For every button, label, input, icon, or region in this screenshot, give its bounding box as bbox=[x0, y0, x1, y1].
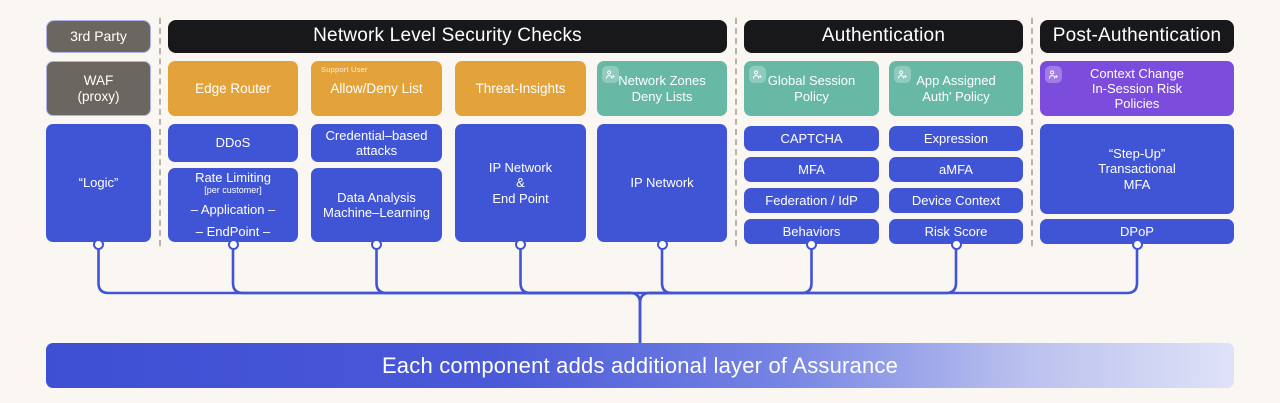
card-rate-limiting-line4: – EndPoint – bbox=[195, 224, 271, 240]
column-separator-2 bbox=[735, 18, 737, 246]
card-threat-insights[interactable]: Threat-Insights bbox=[455, 61, 586, 116]
card-allow-deny-list-support-user-label: Support User bbox=[321, 65, 368, 74]
card-device-context[interactable]: Device Context bbox=[889, 188, 1023, 213]
card-behaviors-label: Behaviors bbox=[782, 223, 841, 239]
card-waf[interactable]: WAF (proxy) bbox=[46, 61, 151, 116]
connector-dot-behaviors bbox=[806, 239, 817, 250]
card-captcha-label: CAPTCHA bbox=[780, 130, 843, 146]
connector-dot-ip-network bbox=[656, 239, 668, 250]
column-separator-3 bbox=[1031, 18, 1033, 246]
card-federation-idp-label: Federation / IdP bbox=[765, 192, 858, 208]
card-data-analysis-line2: Machine–Learning bbox=[323, 205, 430, 220]
user-icon bbox=[894, 66, 911, 83]
card-credential-attacks-line1: Credential–based bbox=[325, 127, 428, 143]
card-ip-network-and-end-point[interactable]: IP Network & End Point bbox=[455, 124, 586, 242]
card-amfa-label: aMFA bbox=[939, 161, 973, 177]
user-icon bbox=[1045, 66, 1062, 83]
card-captcha[interactable]: CAPTCHA bbox=[744, 126, 879, 151]
card-logic-label: “Logic” bbox=[78, 175, 119, 191]
column-header-authentication: Authentication bbox=[744, 20, 1023, 53]
connector-dot-risk-score bbox=[950, 239, 962, 250]
connector-dot-dpop bbox=[1131, 239, 1143, 250]
connector-dot-ip-network-endpoint bbox=[515, 239, 526, 250]
card-threat-insights-label: Threat-Insights bbox=[475, 80, 566, 96]
assurance-banner: Each component adds additional layer of … bbox=[46, 343, 1234, 388]
column-header-network-level-security-checks: Network Level Security Checks bbox=[168, 20, 727, 53]
card-edge-router-label: Edge Router bbox=[195, 80, 271, 96]
card-step-up-line3: MFA bbox=[1123, 176, 1151, 192]
user-icon bbox=[749, 66, 766, 83]
column-header-label: Authentication bbox=[821, 25, 946, 47]
card-ip-network-endpoint-line3: End Point bbox=[492, 190, 549, 206]
card-context-change-in-session-risk-policies[interactable]: Context Change In-Session Risk Policies bbox=[1040, 61, 1234, 116]
card-federation-idp[interactable]: Federation / IdP bbox=[744, 188, 879, 213]
card-app-assigned-auth-policy[interactable]: App Assigned Auth' Policy bbox=[889, 61, 1023, 116]
card-ip-network[interactable]: IP Network bbox=[597, 124, 727, 242]
card-step-up-line2: Transactional bbox=[1098, 161, 1176, 177]
column-header-label: 3rd Party bbox=[70, 28, 127, 45]
card-network-zones-line2: Deny Lists bbox=[631, 88, 693, 104]
card-waf-line2: (proxy) bbox=[77, 88, 120, 104]
card-logic[interactable]: “Logic” bbox=[46, 124, 151, 242]
card-dpop-label: DPoP bbox=[1120, 223, 1154, 239]
card-expression[interactable]: Expression bbox=[889, 126, 1023, 151]
card-ip-network-endpoint-line2: & bbox=[516, 175, 525, 191]
card-data-analysis-line1: Data Analysis bbox=[337, 189, 416, 205]
column-separator-1 bbox=[159, 18, 161, 246]
assurance-banner-text: Each component adds additional layer of … bbox=[381, 352, 899, 378]
connector-dot-logic bbox=[93, 239, 104, 250]
card-ip-network-endpoint-line1: IP Network bbox=[488, 160, 553, 175]
connector-dot-rate-limiting bbox=[227, 239, 239, 250]
card-network-zones-deny-lists[interactable]: Network Zones Deny Lists bbox=[597, 61, 727, 116]
card-expression-label: Expression bbox=[923, 130, 989, 146]
card-credential-attacks-line2: attacks bbox=[355, 143, 398, 158]
card-app-assigned-auth-policy-line1: App Assigned bbox=[916, 73, 996, 89]
card-rate-limiting-sub: [per customer] bbox=[204, 184, 262, 195]
card-network-zones-line1: Network Zones bbox=[618, 73, 706, 89]
card-amfa[interactable]: aMFA bbox=[889, 157, 1023, 182]
user-icon bbox=[602, 66, 619, 83]
card-context-change-line1: Context Change bbox=[1090, 65, 1184, 81]
card-step-up-transactional-mfa[interactable]: “Step-Up” Transactional MFA bbox=[1040, 124, 1234, 214]
card-device-context-label: Device Context bbox=[911, 192, 1001, 208]
card-global-session-policy-line2: Policy bbox=[794, 88, 829, 104]
card-ip-network-label: IP Network bbox=[630, 175, 694, 191]
card-global-session-policy-line1: Global Session bbox=[767, 73, 856, 89]
card-allow-deny-list-label: Allow/Deny List bbox=[330, 80, 423, 96]
connector-dot-data-analysis bbox=[371, 239, 382, 250]
card-ddos[interactable]: DDoS bbox=[168, 124, 298, 162]
card-data-analysis-machine-learning[interactable]: Data Analysis Machine–Learning bbox=[311, 168, 442, 242]
card-context-change-line3: Policies bbox=[1114, 96, 1160, 112]
card-mfa[interactable]: MFA bbox=[744, 157, 879, 182]
card-step-up-line1: “Step-Up” bbox=[1108, 146, 1166, 161]
card-credential-based-attacks[interactable]: Credential–based attacks bbox=[311, 124, 442, 162]
card-ddos-label: DDoS bbox=[215, 135, 251, 151]
column-header-third-party: 3rd Party bbox=[46, 20, 151, 53]
column-header-post-authentication: Post-Authentication bbox=[1040, 20, 1234, 53]
card-context-change-line2: In-Session Risk bbox=[1091, 80, 1183, 96]
column-header-label: Post-Authentication bbox=[1052, 25, 1222, 47]
card-mfa-label: MFA bbox=[798, 161, 825, 177]
card-allow-deny-list[interactable]: Support User Allow/Deny List bbox=[311, 61, 442, 116]
card-global-session-policy[interactable]: Global Session Policy bbox=[744, 61, 879, 116]
card-rate-limiting-line3: – Application – bbox=[190, 202, 276, 218]
card-waf-line1: WAF bbox=[83, 72, 114, 88]
card-risk-score-label: Risk Score bbox=[924, 223, 988, 239]
card-edge-router[interactable]: Edge Router bbox=[168, 61, 298, 116]
card-rate-limiting-title: Rate Limiting bbox=[195, 170, 271, 186]
card-app-assigned-auth-policy-line2: Auth' Policy bbox=[922, 88, 990, 104]
card-rate-limiting[interactable]: Rate Limiting [per customer] – Applicati… bbox=[168, 168, 298, 242]
column-header-label: Network Level Security Checks bbox=[313, 25, 582, 47]
